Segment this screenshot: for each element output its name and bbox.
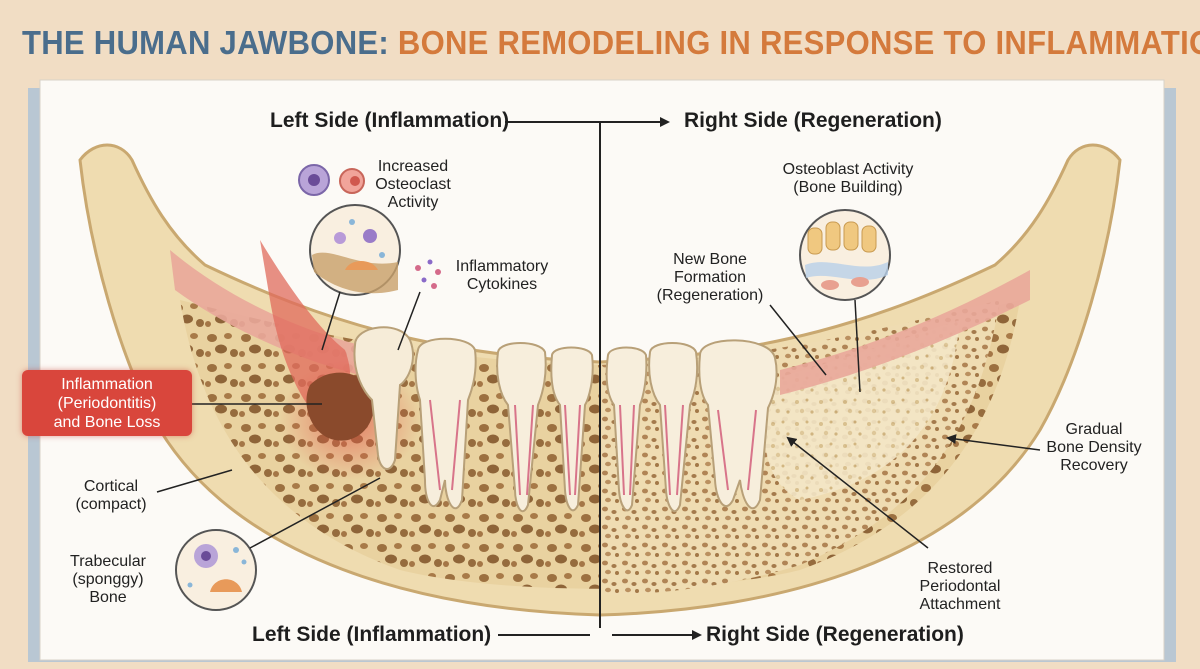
osteoclast-magnifier	[309, 204, 401, 296]
magnifier-connector-left	[321, 291, 341, 351]
label-periodontal: Restored Periodontal Attachment	[919, 560, 1001, 613]
new-bone-pointer	[769, 304, 827, 376]
teeth	[353, 326, 778, 513]
label-osteoblast: Osteoblast Activity (Bone Building)	[782, 161, 914, 196]
tooth-1	[353, 326, 414, 470]
label-new-bone: New Bone Formation (Regeneration)	[656, 251, 764, 304]
density-pointer	[946, 434, 1041, 451]
gum-right	[780, 270, 1030, 395]
trabecular-pointer	[249, 477, 381, 549]
page-title: THE HUMAN JAWBONE: BONE REMODELING IN RE…	[22, 24, 1200, 62]
header-top-left: Left Side (Inflammation)	[270, 109, 510, 132]
periodontal-pointer	[786, 436, 929, 549]
title-part-2: BONE REMODELING IN RESPONSE TO INFLAMMAT…	[397, 24, 1200, 61]
header-bottom-right: Right Side (Regeneration)	[706, 623, 964, 646]
header-bottom-left: Left Side (Inflammation)	[252, 623, 492, 646]
tooth-5	[605, 346, 648, 512]
label-cytokines: Inflammatory Cytokines	[455, 258, 549, 293]
label-osteoclast: Increased Osteoclast Activity	[375, 158, 451, 211]
cytokine-dots	[415, 259, 441, 289]
bone-loss-lesion	[306, 372, 374, 441]
trabecular-magnifier	[175, 529, 257, 611]
header-top-right: Right Side (Regeneration)	[684, 109, 942, 132]
cortical-pointer	[156, 469, 233, 493]
osteoblast-magnifier	[799, 209, 891, 301]
label-density: Gradual Bone Density Recovery	[1046, 421, 1142, 474]
osteoblast-pointer	[854, 299, 861, 393]
label-trabecular: Trabecular (sponggy) Bone	[70, 553, 146, 606]
label-cortical: Cortical (compact)	[75, 478, 147, 513]
title-part-1: THE HUMAN JAWBONE:	[22, 24, 389, 61]
label-inflammation: Inflammation (Periodontitis) and Bone Lo…	[22, 370, 192, 436]
tooth-4	[550, 346, 594, 512]
tooth-3	[496, 342, 547, 513]
tooth-7	[698, 339, 778, 510]
tooth-6	[648, 342, 699, 513]
osteoclast-cells	[298, 164, 365, 196]
tooth-2	[414, 337, 477, 510]
cytokine-pointer	[397, 291, 421, 351]
